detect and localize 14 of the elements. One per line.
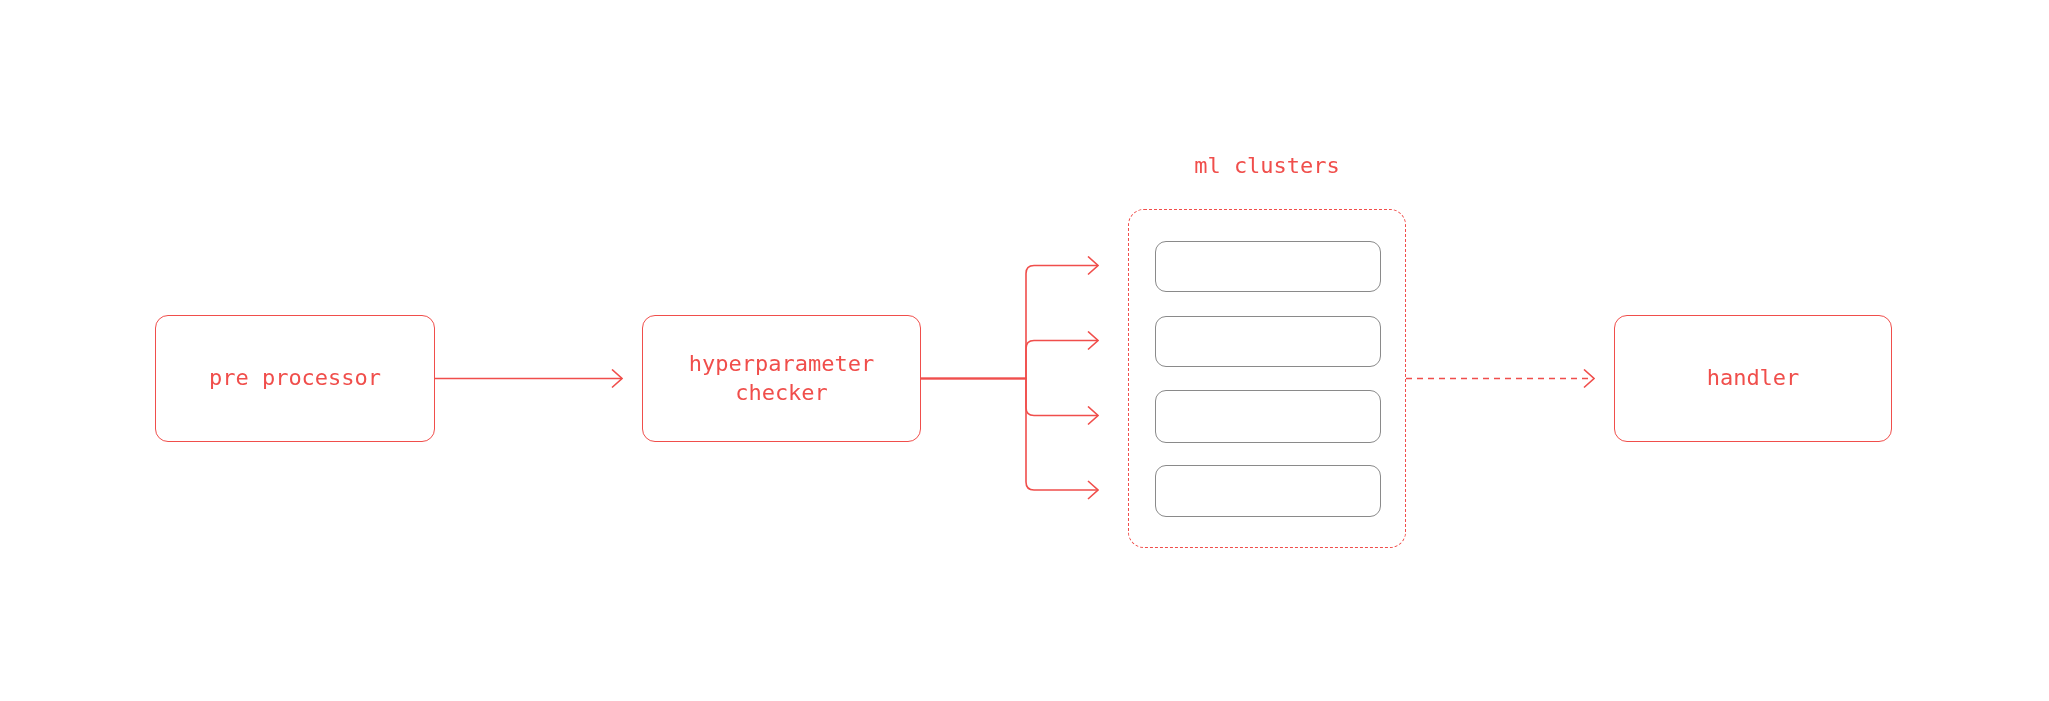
empty-box	[1155, 465, 1381, 517]
node-label: pre processor	[208, 364, 382, 393]
dashed-arrow	[1405, 368, 1595, 389]
process-box	[155, 315, 435, 442]
process-box	[1614, 315, 1892, 442]
empty-box	[1155, 390, 1381, 443]
node-label: hyperparameter checker	[687, 349, 876, 407]
empty-box	[1155, 316, 1381, 367]
group-heading: ml clusters	[1193, 152, 1341, 180]
empty-box	[1155, 241, 1381, 292]
node-label: handler	[1706, 364, 1800, 393]
process-box	[642, 315, 921, 442]
arrow	[920, 377, 1099, 500]
arrow	[434, 368, 623, 389]
